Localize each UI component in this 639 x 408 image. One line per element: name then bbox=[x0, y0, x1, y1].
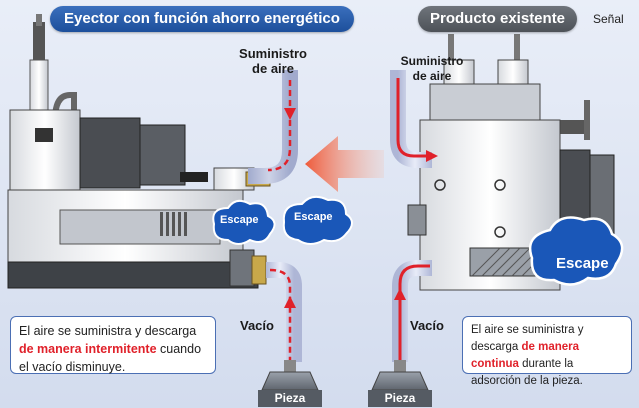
title-energy-saving-ejector: Eyector con función ahorro energético bbox=[50, 6, 354, 32]
supply-label-right-line2: de aire bbox=[412, 69, 452, 83]
escape-cloud-2 bbox=[282, 195, 353, 245]
note-left-text: El aire se suministra y descarga bbox=[19, 324, 197, 338]
supply-label-right-line1: Suministro bbox=[400, 54, 464, 68]
escape-cloud-1 bbox=[212, 199, 276, 245]
note-right-text: El aire se suministra y descarga bbox=[471, 324, 584, 353]
note-left-highlight: de manera intermitente bbox=[19, 342, 157, 356]
workpiece-label-left: Pieza bbox=[258, 390, 322, 407]
supply-label-left-line2: de aire bbox=[252, 61, 294, 76]
note-left-text-end: cuando el vacío disminuye. bbox=[19, 342, 202, 374]
suction-cup-left bbox=[261, 360, 319, 391]
signal-label-cut: Señal bbox=[593, 12, 624, 26]
vacuum-label-left: Vacío bbox=[240, 318, 274, 333]
ejector-left-device bbox=[7, 14, 271, 289]
vacuum-tube-left bbox=[266, 262, 302, 362]
vacuum-tube-right bbox=[392, 260, 432, 362]
note-left: El aire se suministra y descarga de mane… bbox=[10, 316, 216, 374]
supply-label-left: Suministro de aire bbox=[226, 46, 320, 76]
supply-tube-left bbox=[248, 70, 298, 184]
comparison-arrow bbox=[305, 136, 384, 192]
supply-label-right: Suministro de aire bbox=[392, 54, 472, 84]
workpiece-label-right: Pieza bbox=[368, 390, 432, 407]
escape-label-1: Escape bbox=[220, 214, 259, 226]
note-right-highlight: de manera continua bbox=[471, 341, 580, 370]
suction-cup-right bbox=[371, 360, 429, 391]
supply-tube-right bbox=[390, 70, 438, 168]
vacuum-label-right: Vacío bbox=[410, 318, 444, 333]
escape-label-3: Escape bbox=[556, 255, 609, 272]
note-right: El aire se suministra y descarga de mane… bbox=[462, 316, 632, 387]
note-right-text-end: durante la adsorción de la pieza. bbox=[471, 358, 583, 387]
escape-cloud-3 bbox=[528, 216, 624, 286]
title-existing-product: Producto existente bbox=[418, 6, 578, 32]
escape-label-2: Escape bbox=[294, 211, 333, 223]
supply-label-left-line1: Suministro bbox=[239, 46, 307, 61]
